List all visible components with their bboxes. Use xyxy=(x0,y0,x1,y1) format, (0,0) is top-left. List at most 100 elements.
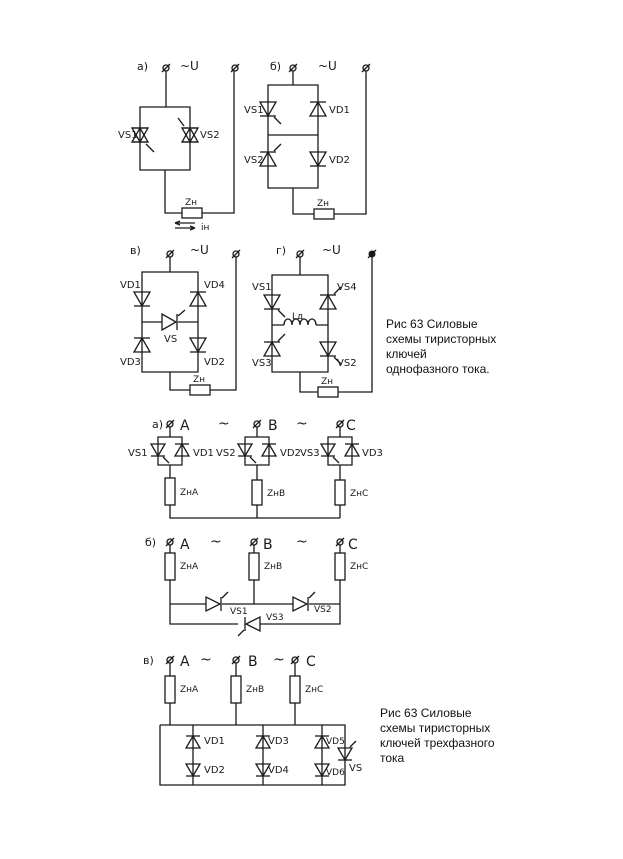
znc-label: ZнC xyxy=(350,562,368,572)
phase-c-label: C xyxy=(306,654,316,670)
znc-label: ZнC xyxy=(305,685,323,695)
vs3-label: VS3 xyxy=(300,448,320,459)
vd2-label: VD2 xyxy=(204,357,225,368)
vd4-label: VD4 xyxy=(268,765,289,776)
circuit-1ph-g: г) ~U Lд VS1 VS4 VS3 VS2 Zн xyxy=(252,243,377,398)
current-label: iн xyxy=(201,223,210,233)
load-resistor-icon xyxy=(164,477,176,506)
vd1-label: VD1 xyxy=(204,736,225,747)
diode-icon xyxy=(260,442,278,457)
vd2-label: VD2 xyxy=(280,448,301,459)
tilde-label: ~ xyxy=(273,652,285,668)
vd3-label: VD3 xyxy=(268,736,289,747)
circuit-letter: в) xyxy=(143,654,154,667)
load-resistor-icon xyxy=(248,552,260,581)
vs1-label: VS1 xyxy=(244,105,264,116)
vs-label: VS xyxy=(164,334,177,345)
diode-icon xyxy=(254,763,272,778)
terminal-icon xyxy=(231,249,241,259)
vd4-label: VD4 xyxy=(204,280,225,291)
circuit-letter: а) xyxy=(137,60,148,73)
supply-label: ~U xyxy=(322,243,341,257)
znc-label: ZнC xyxy=(350,489,368,499)
circuit-3ph-v: в) A ~ B ~ C ZнA ZнB ZнC VD1 VD2 VD3 VD4… xyxy=(143,652,362,786)
diode-icon xyxy=(173,442,191,457)
phase-c-label: C xyxy=(346,418,356,434)
diode-icon xyxy=(313,763,331,778)
circuit-letter: а) xyxy=(152,418,163,431)
thyristor-icon xyxy=(262,294,286,318)
vs2-label: VS2 xyxy=(216,448,236,459)
terminal-icon xyxy=(165,537,175,547)
thyristor-icon xyxy=(161,309,186,332)
circuit-3ph-b: б) A ~ B ~ C ZнA ZнB ZнC VS1 VS2 VS3 xyxy=(145,534,368,637)
supply-label: ~U xyxy=(318,59,337,73)
thyristor-icon xyxy=(319,443,340,464)
terminal-icon xyxy=(335,537,345,547)
vs1-label: VS1 xyxy=(118,130,138,141)
vs2-label: VS2 xyxy=(337,358,357,369)
thyristor-icon xyxy=(292,591,316,613)
load-resistor-icon xyxy=(289,675,301,704)
load-label: Zн xyxy=(321,377,333,387)
phase-b-label: B xyxy=(268,418,278,434)
caption-single-phase: Рис 63 Силовые схемы тиристорных ключей … xyxy=(386,317,497,376)
terminal-icon xyxy=(231,655,241,665)
vs3-label: VS3 xyxy=(266,613,284,623)
diode-icon xyxy=(132,291,152,308)
vs2-label: VS2 xyxy=(244,155,264,166)
vd1-label: VD1 xyxy=(120,280,141,291)
thyristor-icon xyxy=(149,443,170,464)
tilde-label: ~ xyxy=(218,416,230,432)
supply-label: ~U xyxy=(180,59,199,73)
circuit-3ph-a: а) A ~ B ~ C VS1 VD1 VS2 VD2 VS3 VD3 ZнA… xyxy=(128,416,383,519)
terminal-icon xyxy=(249,537,259,547)
diode-icon xyxy=(343,442,361,457)
triac-icon xyxy=(130,126,155,153)
terminal-icon xyxy=(361,63,371,73)
thyristor-icon xyxy=(336,740,357,762)
terminal-icon xyxy=(288,63,298,73)
phase-a-label: A xyxy=(180,418,190,434)
diode-icon xyxy=(313,734,331,749)
vd3-label: VD3 xyxy=(120,357,141,368)
phase-c-label: C xyxy=(348,537,358,553)
vs-label: VS xyxy=(349,763,362,774)
phase-b-label: B xyxy=(248,654,258,670)
diode-icon xyxy=(184,763,202,778)
thyristor-icon xyxy=(258,143,282,167)
thyristor-icon xyxy=(258,101,282,125)
load-label: Zн xyxy=(317,199,329,209)
tilde-label: ~ xyxy=(296,416,308,432)
circuit-letter: б) xyxy=(270,60,281,73)
diode-icon xyxy=(132,336,152,353)
terminal-icon xyxy=(290,655,300,665)
circuit-letter: в) xyxy=(130,244,141,257)
diode-icon xyxy=(184,734,202,749)
vs1-label: VS1 xyxy=(128,448,148,459)
terminal-icon xyxy=(161,63,171,73)
load-resistor-icon xyxy=(181,207,203,219)
vs2-label: VS2 xyxy=(314,605,332,615)
vs2-label: VS2 xyxy=(200,130,220,141)
circuit-letter: б) xyxy=(145,536,156,549)
supply-label: ~U xyxy=(190,243,209,257)
load-resistor-icon xyxy=(313,208,335,220)
circuit-1ph-b: б) ~U VS1 VD1 VS2 VD2 Zн xyxy=(244,59,371,220)
load-resistor-icon xyxy=(334,552,346,581)
znb-label: ZнB xyxy=(246,685,264,695)
load-resistor-icon xyxy=(334,479,346,506)
vd1-label: VD1 xyxy=(193,448,214,459)
triac-icon xyxy=(177,117,200,144)
circuit-letter: г) xyxy=(276,244,286,257)
circuit-1ph-v: в) ~U VD1 VD4 VS VD3 VD2 Zн xyxy=(120,243,241,396)
vd2-label: VD2 xyxy=(204,765,225,776)
vs1-label: VS1 xyxy=(252,282,272,293)
load-resistor-icon xyxy=(164,675,176,704)
vd5-label: VD5 xyxy=(326,737,345,747)
phase-a-label: A xyxy=(180,537,190,553)
load-resistor-icon xyxy=(251,479,263,506)
load-resistor-icon xyxy=(230,675,242,704)
current-arrows-icon xyxy=(174,220,196,231)
